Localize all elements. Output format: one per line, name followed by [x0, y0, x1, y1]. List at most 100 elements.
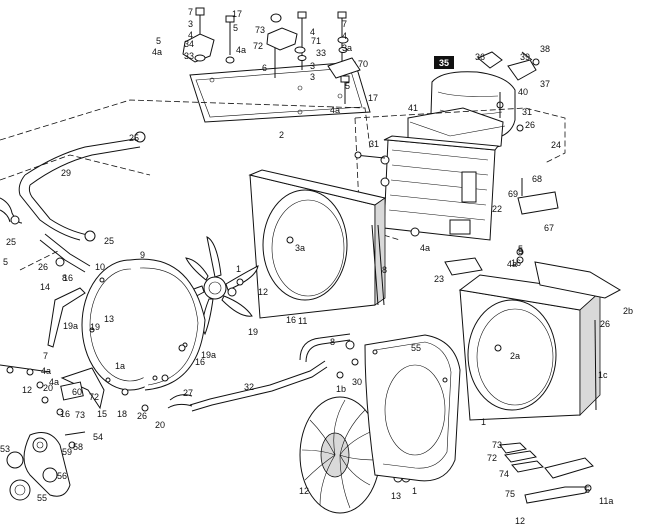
callout-label: 55	[37, 493, 47, 503]
callout-label: 11	[298, 316, 307, 326]
callout-label: 8	[382, 265, 387, 275]
callout-label: 5	[156, 36, 161, 46]
callout-label: 20	[43, 383, 53, 393]
callout-label: 16	[63, 273, 73, 283]
callout-label: 16	[60, 409, 70, 419]
callout-label: 26	[137, 411, 147, 421]
callout-label: 3	[188, 19, 193, 29]
callout-label: 18	[117, 409, 127, 419]
callout-label: 1	[236, 264, 241, 274]
callout-label: 33	[316, 48, 326, 58]
hoses	[0, 131, 355, 412]
callout-label: 53	[0, 444, 10, 454]
callout-label: 10	[95, 262, 105, 272]
callout-label: 34	[184, 39, 194, 49]
callout-label: 23	[434, 274, 444, 284]
callout-label: 40	[518, 87, 528, 97]
callout-label: 25	[129, 133, 139, 143]
left-brackets	[0, 287, 105, 416]
callout-label: 4	[188, 30, 193, 40]
callout-label: 4a	[152, 47, 162, 57]
callout-label: 25	[6, 237, 16, 247]
callout-label: 4a	[330, 105, 340, 115]
callout-label: 3a	[342, 43, 352, 53]
callout-label: 17	[368, 93, 378, 103]
callout-label: 7	[342, 19, 347, 29]
callout-label: 13	[104, 314, 114, 324]
callout-label: 73	[75, 410, 85, 420]
callout-label: 22	[492, 204, 502, 214]
callout-label: 4	[342, 31, 347, 41]
part-badge-35: 35	[434, 56, 454, 69]
callout-label: 1c	[598, 370, 608, 380]
callout-label: 20	[155, 420, 165, 430]
callout-label: 5	[3, 257, 8, 267]
callout-label: 68	[532, 174, 542, 184]
svg-text:35: 35	[439, 58, 449, 68]
callout-label: 32	[244, 382, 254, 392]
callout-label: 31	[522, 107, 532, 117]
callout-label: 54	[93, 432, 103, 442]
callout-label: 60	[72, 387, 82, 397]
callout-label: 27	[183, 388, 193, 398]
callout-label: 12	[299, 486, 309, 496]
callout-label: 55	[411, 343, 421, 353]
callout-label: 19a	[63, 321, 78, 331]
pulley-assembly	[6, 431, 86, 501]
fan-11a	[299, 396, 411, 514]
callout-label: 3	[310, 72, 315, 82]
callout-label: 58	[73, 442, 83, 452]
callout-label: 5	[585, 485, 590, 495]
callout-label: 16	[511, 258, 521, 268]
callout-label: 19	[90, 322, 100, 332]
callout-label: 3a	[295, 243, 305, 253]
fan-ring	[81, 258, 206, 391]
callout-label: 67	[544, 223, 554, 233]
callout-label: 56	[57, 471, 67, 481]
callout-label: 16	[286, 315, 296, 325]
callout-label: 26	[600, 319, 610, 329]
callout-label: 38	[540, 44, 550, 54]
callout-label: 19a	[201, 350, 216, 360]
callout-label: 25	[104, 236, 114, 246]
callout-label: 15	[97, 409, 107, 419]
shroud-frame-1a	[364, 334, 461, 482]
callout-label: 31	[369, 139, 379, 149]
fan-shroud-center	[248, 169, 387, 319]
callout-label: 8	[330, 337, 335, 347]
callout-label: 8	[62, 273, 67, 283]
callout-label: 5	[518, 244, 523, 254]
callout-label: 16	[195, 357, 205, 367]
callout-label: 24	[551, 140, 561, 150]
callout-label: 12	[515, 516, 525, 526]
callout-label: 14	[40, 282, 50, 292]
fan-shroud-right	[458, 261, 622, 421]
callout-label: 7	[188, 7, 193, 17]
callout-label: 73	[492, 440, 502, 450]
callout-label: 74	[499, 469, 509, 479]
callout-label: 1	[481, 417, 486, 427]
callout-label: 1b	[336, 384, 346, 394]
mounting-plate-assembly	[182, 7, 371, 123]
callout-label: 11a	[599, 496, 613, 506]
callout-label: 17	[232, 9, 242, 19]
callout-label: 5	[345, 81, 350, 91]
callout-label: 37	[540, 79, 550, 89]
callout-label: 26	[525, 120, 535, 130]
callout-label: 59	[62, 447, 72, 457]
callout-label: 72	[89, 392, 99, 402]
callout-label: 70	[358, 59, 368, 69]
callout-label: 72	[487, 453, 497, 463]
small-parts	[121, 178, 594, 504]
callout-label: 2b	[623, 306, 633, 316]
callout-label: 19	[248, 327, 258, 337]
callout-label: 6	[262, 63, 267, 73]
callout-label: 4a	[507, 259, 517, 269]
callout-label: 41	[408, 103, 418, 113]
callout-label: 12	[258, 287, 268, 297]
callout-label: 12	[22, 385, 32, 395]
callout-label: 73	[255, 25, 265, 35]
callout-label: 26	[38, 262, 48, 272]
